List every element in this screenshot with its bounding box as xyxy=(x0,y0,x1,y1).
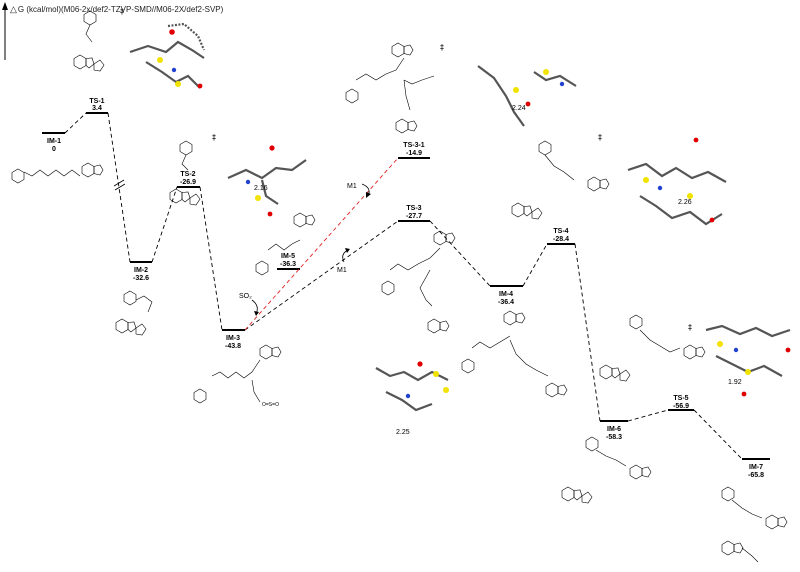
ts4-distance: 2.26 xyxy=(678,199,692,206)
label-IM-2-name: IM-2 xyxy=(134,267,148,274)
connectors xyxy=(64,112,743,460)
structure-TS-4 xyxy=(511,140,610,220)
structure-IM-5 xyxy=(255,212,316,276)
annotations: SO₂ M1 M1 xyxy=(239,183,357,300)
label-IM-1-energy: 0 xyxy=(52,146,56,153)
ts5-distance: 1.92 xyxy=(728,379,742,386)
conn-IM3-TS3 xyxy=(244,220,399,331)
label-TS-5-name: TS-5 xyxy=(673,395,688,402)
curved-arrows xyxy=(251,183,371,316)
m1-arrow-b-head-icon xyxy=(345,248,350,253)
label-IM-3-energy: -43.8 xyxy=(225,343,241,350)
m1-label-a: M1 xyxy=(347,183,357,190)
label-TS-1-energy: 3.4 xyxy=(92,105,102,112)
label-TS-4-energy: -28.4 xyxy=(553,236,569,243)
m1-label-b: M1 xyxy=(337,267,347,274)
ts31-distance: 2.24 xyxy=(512,105,526,112)
conn-TS4-IM6 xyxy=(574,243,601,422)
state-labels: IM-1 0 TS-1 3.4 TS-2 -26.9 IM-2 -32.6 IM… xyxy=(47,98,764,479)
label-TS-4-name: TS-4 xyxy=(553,228,568,235)
label-IM-6-energy: -58.3 xyxy=(606,434,622,441)
label-TS-3-energy: -27.7 xyxy=(406,213,422,220)
so2-arrow-head-icon xyxy=(254,311,259,316)
structure-TS-2 xyxy=(169,140,201,206)
ts2-distance: 2.16 xyxy=(254,185,268,192)
label-IM-5-name: IM-5 xyxy=(281,253,295,260)
ts4-3d-render: 2.26 xyxy=(627,137,727,226)
label-TS-5-energy: -56.9 xyxy=(673,403,689,410)
conn-TS3-IM4 xyxy=(429,220,491,287)
label-IM-5-energy: -36.3 xyxy=(280,261,296,268)
axis-title: △G (kcal/mol)(M06-2x/def2-TZVP-SMD//M06-… xyxy=(10,4,223,15)
conn-IM6-TS5 xyxy=(627,409,669,422)
label-TS-2-name: TS-2 xyxy=(180,171,195,178)
label-TS-2-energy: -26.9 xyxy=(180,179,196,186)
structure-TS-3-1 xyxy=(345,42,435,134)
conn-IM3-TS31-red xyxy=(244,157,399,331)
label-IM-4-name: IM-4 xyxy=(499,291,513,298)
label-IM-3-name: IM-3 xyxy=(226,335,240,342)
conn-IM1-TS1 xyxy=(64,112,87,134)
ts-mark-TS-1: ‡ xyxy=(120,7,124,16)
structure-TS-5 xyxy=(599,314,706,382)
axis-break-icon xyxy=(113,179,126,191)
m1-arrow-a-head-icon xyxy=(366,192,371,198)
structure-TS-1 xyxy=(73,10,105,72)
label-TS-3-1-energy: -14.9 xyxy=(406,150,422,157)
label-IM-2-energy: -32.6 xyxy=(133,275,149,282)
ts-mark-TS-5: ‡ xyxy=(688,323,692,332)
delta-icon: △ xyxy=(10,4,17,14)
conn-IM4-TS4 xyxy=(522,243,548,287)
label-IM-7-name: IM-7 xyxy=(749,464,763,471)
im3-so2-text: O=S=O xyxy=(262,402,279,408)
ts-mark-TS-3-1: ‡ xyxy=(440,43,444,52)
ts31-3d-render: 2.24 xyxy=(477,65,577,127)
structure-IM-3: O=S=O xyxy=(193,344,282,408)
label-IM-7-energy: -65.8 xyxy=(748,472,764,479)
label-IM-6-name: IM-6 xyxy=(607,426,621,433)
y-axis-arrow xyxy=(2,2,8,10)
label-IM-1-name: IM-1 xyxy=(47,138,61,145)
structure-IM-2 xyxy=(115,290,153,336)
label-TS-1-name: TS-1 xyxy=(89,98,104,105)
conn-IM2-TS2 xyxy=(151,186,178,263)
label-TS-3-1-name: TS-3-1 xyxy=(403,142,425,149)
structure-IM-1 xyxy=(11,162,104,184)
axis-label: G (kcal/mol)(M06-2x/def2-TZVP-SMD//M06-2… xyxy=(17,5,224,14)
ts3-distance: 2.25 xyxy=(396,429,410,436)
structure-IM-6 xyxy=(561,436,652,504)
ts3-3d-render: 2.25 xyxy=(375,361,449,436)
conn-TS5-IM7 xyxy=(693,409,743,460)
structure-IM-7 xyxy=(721,486,788,563)
ts5-3d-render: 1.92 xyxy=(705,324,791,397)
so2-label: SO₂ xyxy=(239,293,252,300)
structure-IM-4 xyxy=(461,310,568,398)
ts2-3d-render: 2.16 xyxy=(227,145,307,217)
label-IM-4-energy: -36.4 xyxy=(498,299,514,306)
label-TS-3-name: TS-3 xyxy=(406,205,421,212)
ts-mark-TS-2: ‡ xyxy=(212,133,216,142)
ts-mark-TS-4: ‡ xyxy=(598,133,602,142)
ts1-3d-render xyxy=(129,22,206,89)
ts-marks: ‡ ‡ ‡ ‡ ‡ xyxy=(120,7,692,332)
energy-levels xyxy=(42,112,770,460)
structure-TS-3 xyxy=(381,230,456,334)
conn-TS2-IM3 xyxy=(199,186,223,331)
